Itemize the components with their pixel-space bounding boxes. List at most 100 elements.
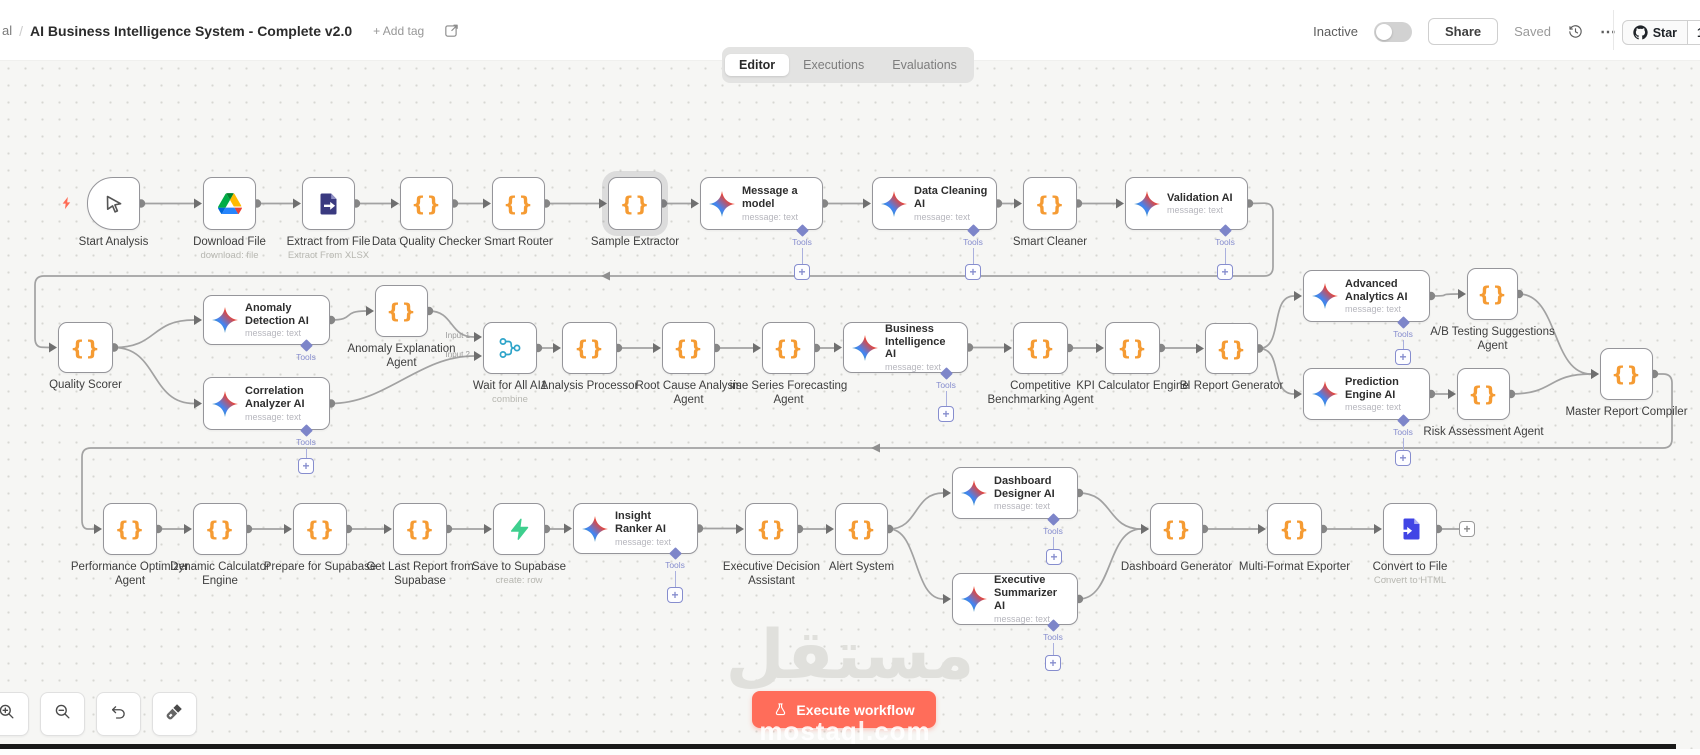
edit-title-icon[interactable] <box>443 22 460 39</box>
activate-toggle[interactable] <box>1373 21 1412 42</box>
add-tool-button[interactable]: + <box>298 458 314 474</box>
node-extract-from-file[interactable] <box>302 177 355 230</box>
node-competitive-benchmarking-agent[interactable]: {} <box>1013 322 1068 374</box>
node-sample-extractor[interactable]: {} <box>608 177 662 230</box>
node-kpi-calculator-engine[interactable]: {} <box>1105 322 1160 374</box>
add-tool-button[interactable]: + <box>1046 549 1062 565</box>
node-save-to-supabase[interactable] <box>493 503 545 555</box>
share-button[interactable]: Share <box>1427 18 1499 45</box>
node-subtitle: message: text <box>885 362 942 373</box>
node-prepare-for-supabase[interactable]: {} <box>293 503 347 555</box>
tools-connector-label: Tools <box>665 560 685 570</box>
node-convert-to-file[interactable] <box>1383 503 1437 555</box>
tidy-up-button[interactable] <box>152 692 197 736</box>
merge-input-label: Input 1 <box>445 331 470 340</box>
workflow-title[interactable]: AI Business Intelligence System - Comple… <box>30 22 353 39</box>
node-dynamic-calculator-engine[interactable]: {} <box>193 503 247 555</box>
add-tool-button[interactable]: + <box>794 264 810 280</box>
code-icon: {} <box>756 517 787 541</box>
code-icon: {} <box>1117 336 1148 360</box>
zoom-out-icon <box>53 702 72 726</box>
node-master-report-compiler[interactable]: {} <box>1600 348 1653 400</box>
github-star-count[interactable]: 1 <box>1688 20 1700 45</box>
node-quality-scorer[interactable]: {} <box>58 322 113 373</box>
add-node-button[interactable]: + <box>1459 521 1475 537</box>
node-dashboard-generator[interactable]: {} <box>1150 503 1203 555</box>
node-risk-assessment-agent[interactable]: {} <box>1457 368 1510 420</box>
node-alert-system[interactable]: {} <box>835 503 888 555</box>
gemini-icon <box>582 515 608 542</box>
github-icon <box>1633 25 1648 40</box>
tools-connector-line <box>1402 438 1404 450</box>
tools-connector-label: Tools <box>936 380 956 390</box>
node-label: Smart Router <box>484 236 553 248</box>
node-wait-for-all[interactable] <box>483 322 537 374</box>
code-icon: {} <box>70 335 101 360</box>
zoom-in-button[interactable] <box>0 692 29 736</box>
node-root-cause-analysis-agent[interactable]: {} <box>662 322 715 374</box>
node-executive-decision-assistant[interactable]: {} <box>745 503 798 555</box>
node-title: Correlation Analyzer AI <box>245 385 305 410</box>
tab-evaluations[interactable]: Evaluations <box>892 58 957 72</box>
github-star-button[interactable]: Star <box>1621 20 1689 45</box>
add-tool-button[interactable]: + <box>965 264 981 280</box>
add-tool-button[interactable]: + <box>1217 264 1233 280</box>
node-start-analysis[interactable] <box>87 177 140 230</box>
code-icon: {} <box>1279 517 1310 541</box>
breadcrumb-project[interactable]: al <box>2 23 13 38</box>
add-tool-button[interactable]: + <box>1045 655 1061 671</box>
add-tool-button[interactable]: + <box>938 406 954 422</box>
gemini-icon <box>1312 381 1338 407</box>
gemini-icon <box>212 307 238 333</box>
add-tag-button[interactable]: + Add tag <box>373 23 425 38</box>
trigger-bolt-icon <box>60 196 74 215</box>
history-icon[interactable] <box>1567 23 1584 40</box>
tools-connector-line <box>674 571 676 587</box>
gdrive-icon <box>217 192 242 215</box>
node-multi-format-exporter[interactable]: {} <box>1267 503 1322 555</box>
execute-workflow-button[interactable]: Execute workflow <box>752 691 936 728</box>
node-label: Dynamic Calculator Engine <box>170 561 270 587</box>
node-smart-cleaner[interactable]: {} <box>1023 177 1077 230</box>
tools-connector-label: Tools <box>296 352 316 362</box>
node-sublabel: Extract From XLSX <box>287 250 370 261</box>
undo-icon <box>109 702 128 726</box>
node-anomaly-explanation-agent[interactable]: {} <box>375 285 428 337</box>
undo-button[interactable] <box>96 692 141 736</box>
add-tool-button[interactable]: + <box>1395 450 1411 466</box>
workflow-status-label: Inactive <box>1313 24 1358 39</box>
add-tool-button[interactable]: + <box>1395 349 1411 365</box>
node-ab-testing-suggestions-agent[interactable]: {} <box>1467 268 1518 320</box>
code-icon: {} <box>574 336 605 360</box>
canvas-controls <box>0 692 197 736</box>
node-bi-report-generator[interactable]: {} <box>1205 323 1258 374</box>
tab-editor[interactable]: Editor <box>725 54 790 76</box>
more-options-button[interactable]: ⋯ <box>1600 23 1616 41</box>
node-data-quality-checker[interactable]: {} <box>400 177 453 230</box>
node-download-file[interactable] <box>203 177 256 230</box>
github-star-label: Star <box>1652 25 1678 40</box>
header-divider <box>1613 10 1614 50</box>
node-get-last-report-from-supabase[interactable]: {} <box>393 503 447 555</box>
code-icon: {} <box>503 191 534 216</box>
node-time-series-forecasting-agent[interactable]: {} <box>762 322 815 374</box>
tab-executions[interactable]: Executions <box>803 58 865 72</box>
add-tool-button[interactable]: + <box>667 587 683 603</box>
node-label: Risk Assessment Agent <box>1423 426 1544 438</box>
zoom-out-button[interactable] <box>40 692 85 736</box>
node-analysis-processor[interactable]: {} <box>562 322 617 374</box>
node-performance-optimizer-agent[interactable]: {} <box>103 503 157 555</box>
node-smart-router[interactable]: {} <box>492 177 545 230</box>
tools-connector-line <box>1402 340 1404 349</box>
